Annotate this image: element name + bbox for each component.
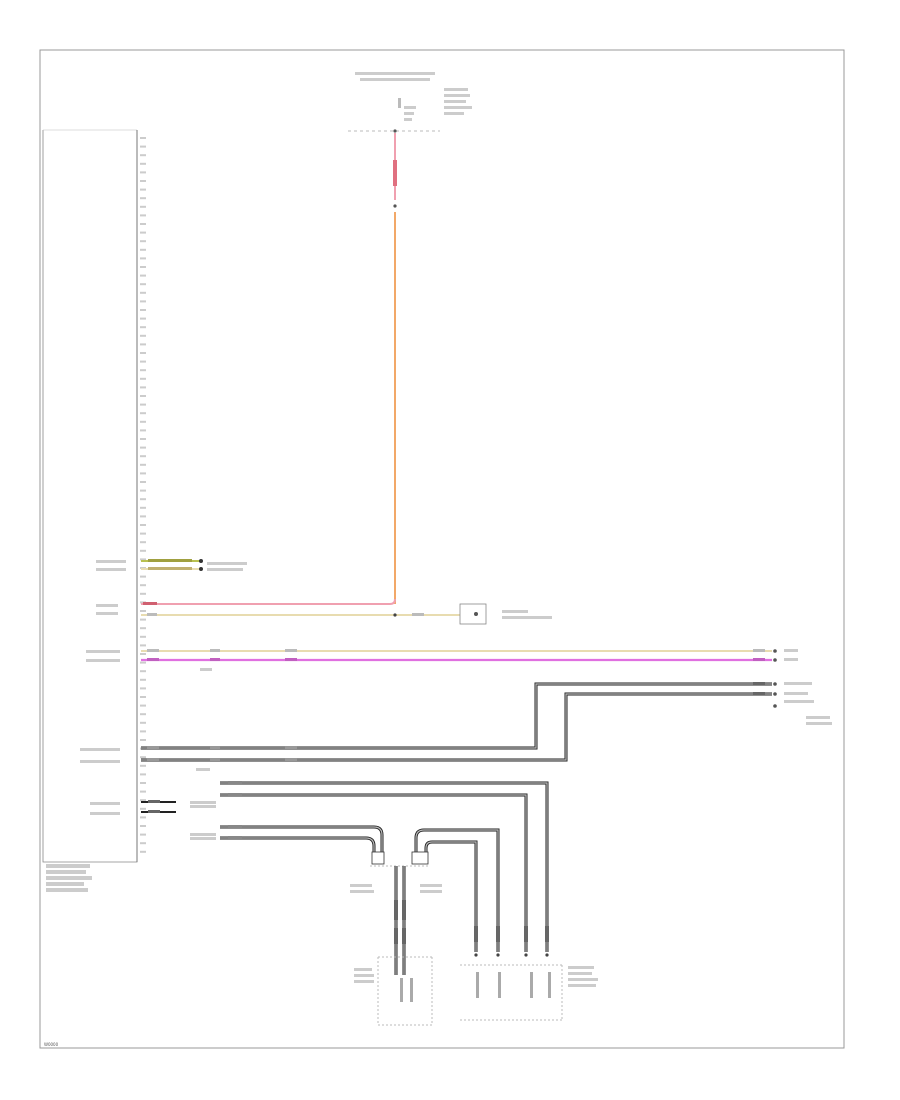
pin-number-mark xyxy=(140,618,146,621)
ground-connector-circuit xyxy=(96,603,552,625)
pin-number-mark xyxy=(140,833,146,836)
pin-number-mark xyxy=(140,696,146,698)
pin-number-mark xyxy=(140,334,146,337)
pin-number-mark xyxy=(140,489,146,492)
right-sensor xyxy=(460,926,598,1021)
pin-number-mark xyxy=(140,721,146,724)
pin-number-mark xyxy=(140,257,146,260)
pin-number-mark xyxy=(140,627,146,630)
pin-number-mark xyxy=(140,704,146,707)
pin-number-mark xyxy=(140,171,146,174)
pin-number-mark xyxy=(140,532,146,535)
pin-number-mark xyxy=(140,386,146,389)
pin-number-mark xyxy=(140,180,146,182)
pin-number-mark xyxy=(140,635,146,638)
pin-number-mark xyxy=(140,360,146,363)
pin-number-mark xyxy=(140,541,146,544)
pin-number-mark xyxy=(140,137,146,139)
pin-number-mark xyxy=(140,162,146,165)
pin-number-mark xyxy=(140,842,146,845)
pin-number-mark xyxy=(140,274,146,277)
pin-number-mark xyxy=(140,807,146,810)
connector-terminal-icon xyxy=(459,603,487,625)
pin-number-mark xyxy=(140,644,146,647)
stub-wires xyxy=(96,559,247,571)
pin-number-mark xyxy=(140,266,146,268)
pin-number-mark xyxy=(140,481,146,483)
pin-number-mark xyxy=(140,248,146,251)
pin-number-mark xyxy=(140,678,146,681)
pin-number-mark xyxy=(140,661,146,664)
left-sensor xyxy=(354,956,433,1026)
gray-wire-pair xyxy=(80,682,832,771)
lower-sensor-wires xyxy=(90,781,549,952)
pin-number-mark xyxy=(140,687,146,690)
pin-number-mark xyxy=(140,343,146,346)
pin-number-mark xyxy=(140,231,146,234)
pin-number-mark xyxy=(140,739,146,741)
pin-number-mark xyxy=(140,300,146,303)
pin-number-mark xyxy=(140,584,146,587)
pin-number-mark xyxy=(140,558,146,561)
pin-number-mark xyxy=(140,825,146,827)
pin-number-mark xyxy=(140,145,146,148)
pin-number-mark xyxy=(140,395,146,397)
pin-number-mark xyxy=(140,154,146,157)
pin-number-mark xyxy=(140,197,146,200)
pin-number-mark xyxy=(140,223,146,225)
pin-number-mark xyxy=(140,309,146,311)
pin-number-mark xyxy=(140,463,146,466)
pin-number-mark xyxy=(140,506,146,509)
module-caption xyxy=(46,864,92,892)
pin-number-mark xyxy=(140,713,146,716)
pin-number-mark xyxy=(140,412,146,415)
pin-number-mark xyxy=(140,240,146,243)
pin-number-mark xyxy=(140,730,146,733)
module-pin-column xyxy=(140,137,146,853)
pin-number-mark xyxy=(140,214,146,217)
pin-number-mark xyxy=(140,403,146,406)
pin-number-mark xyxy=(140,352,146,354)
control-module xyxy=(42,129,146,892)
pin-number-mark xyxy=(140,816,146,819)
pin-number-mark xyxy=(140,498,146,501)
pin-number-mark xyxy=(140,291,146,294)
pin-number-mark xyxy=(140,549,146,552)
pin-number-mark xyxy=(140,756,146,759)
pin-number-mark xyxy=(140,850,146,853)
pin-number-mark xyxy=(140,205,146,208)
pin-number-mark xyxy=(140,377,146,380)
pin-number-mark xyxy=(140,515,146,518)
diagram-frame xyxy=(39,49,845,1049)
pin-number-mark xyxy=(140,764,146,767)
pin-number-mark xyxy=(140,782,146,784)
pin-number-mark xyxy=(140,524,146,526)
pin-number-mark xyxy=(140,326,146,329)
pin-number-mark xyxy=(140,438,146,440)
pin-number-mark xyxy=(140,773,146,776)
diagram-id: W0000 xyxy=(44,1042,59,1047)
pin-number-mark xyxy=(140,188,146,191)
pin-number-mark xyxy=(140,429,146,432)
pin-number-mark xyxy=(140,420,146,423)
pin-number-mark xyxy=(140,283,146,286)
pin-number-mark xyxy=(140,653,146,655)
long-wires-right xyxy=(86,649,798,671)
feed-wire-pink-orange xyxy=(141,133,397,605)
pin-number-mark xyxy=(140,790,146,793)
pin-number-mark xyxy=(140,575,146,578)
pin-number-mark xyxy=(140,592,146,595)
pin-number-mark xyxy=(140,446,146,449)
pin-number-mark xyxy=(140,455,146,458)
pin-number-mark xyxy=(140,317,146,320)
pin-number-mark xyxy=(140,670,146,673)
pin-number-mark xyxy=(140,472,146,475)
pin-number-mark xyxy=(140,610,146,612)
splice-connector xyxy=(350,851,442,975)
pin-number-mark xyxy=(140,369,146,372)
top-feed xyxy=(348,72,472,208)
pin-number-mark xyxy=(140,799,146,802)
